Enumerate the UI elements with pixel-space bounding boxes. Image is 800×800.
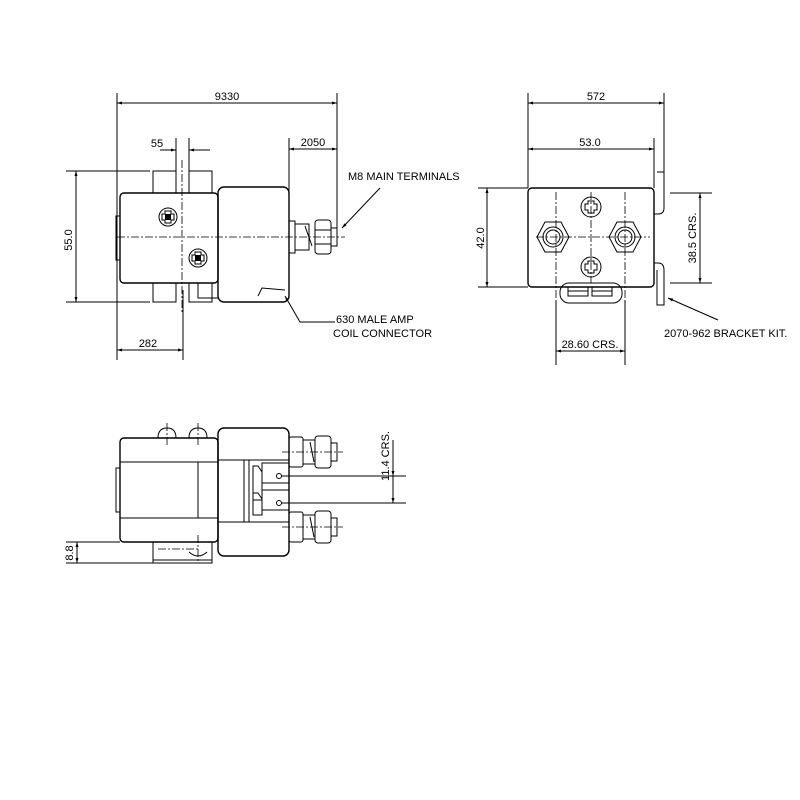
- dim-terminal-length: 2050: [301, 137, 325, 149]
- side-view: 9330 55 2050 55.0 282: [63, 91, 460, 360]
- label-coil-connector-2: COIL CONNECTOR: [333, 328, 432, 340]
- screw-icon: [188, 248, 208, 268]
- dim-coil-centers: 11.4 CRS.: [380, 431, 392, 481]
- dim-overall-length: 9330: [215, 91, 239, 103]
- top-view: 11.4 CRS. 8.8: [64, 423, 406, 564]
- dim-bolt-gap: 55: [151, 138, 163, 150]
- dim-terminal-centers: 28.60 CRS.: [562, 339, 619, 351]
- screw-icon: [158, 207, 178, 227]
- dim-bracket-centers: 38.5 CRS.: [687, 213, 699, 264]
- coil-connector: [559, 282, 623, 304]
- dim-height: 55.0: [63, 229, 75, 250]
- end-view: 572 53.0 42.0 38.5 CRS.: [475, 91, 787, 365]
- label-coil-connector-1: 630 MALE AMP: [336, 314, 414, 326]
- dim-mount-offset: 282: [139, 338, 157, 350]
- dim-base-offset: 8.8: [64, 545, 76, 560]
- dim-overall-width: 572: [587, 91, 605, 103]
- terminal-stud-lower: [282, 510, 343, 544]
- label-main-terminals: M8 MAIN TERMINALS: [348, 171, 460, 183]
- label-bracket-kit: 2070-962 BRACKET KIT.: [664, 328, 787, 340]
- dim-end-height: 42.0: [475, 227, 487, 248]
- terminal-stud-upper: [282, 435, 343, 469]
- dim-body-width: 53.0: [579, 137, 600, 149]
